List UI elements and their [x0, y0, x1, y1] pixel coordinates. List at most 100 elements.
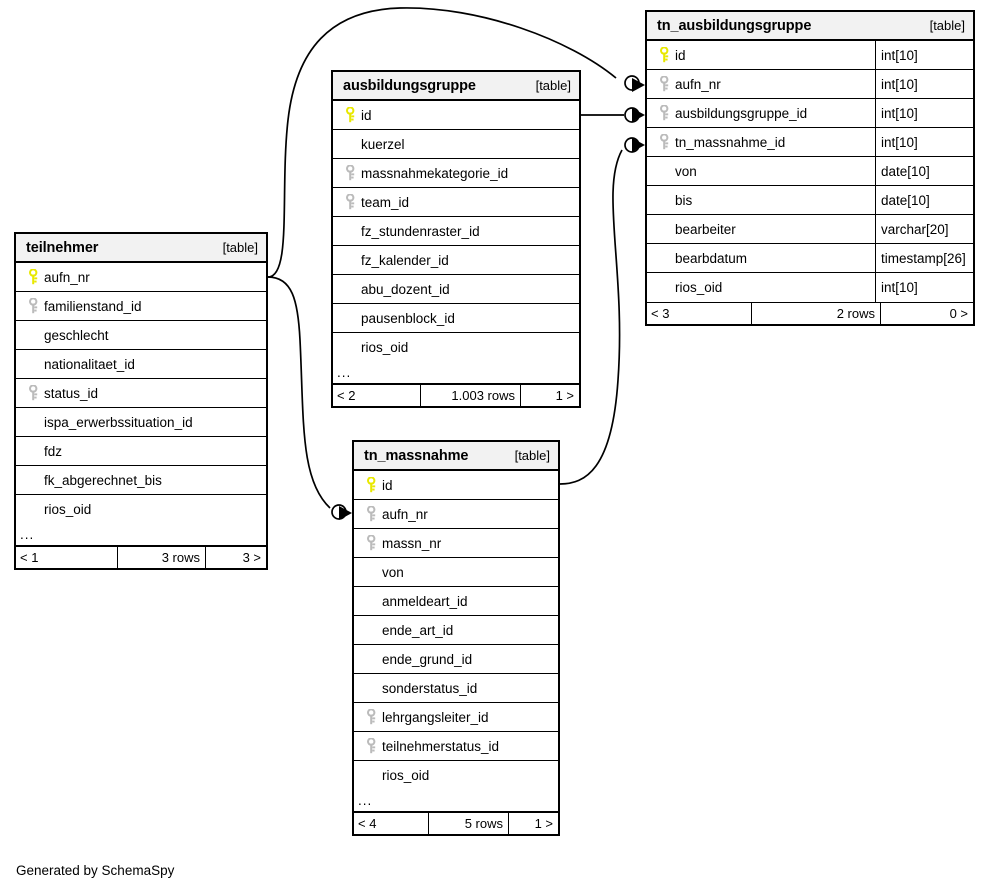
column-name: familienstand_id	[44, 298, 142, 314]
footer-next-count: 1 >	[508, 813, 558, 834]
column-name-cell: fdz	[16, 437, 266, 465]
column-name: kuerzel	[361, 136, 405, 152]
table-row[interactable]: status_id	[16, 379, 266, 408]
column-name: id	[382, 477, 393, 493]
column-name-cell: ende_grund_id	[354, 645, 558, 673]
column-name-cell: fz_stundenraster_id	[333, 217, 579, 245]
table-teilnehmer[interactable]: teilnehmer[table] aufn_nr familienstand_id…	[14, 232, 268, 570]
column-name: rios_oid	[382, 768, 430, 783]
column-name: status_id	[44, 385, 99, 401]
column-name: fz_stundenraster_id	[361, 223, 480, 239]
table-row[interactable]: ende_art_id	[354, 616, 558, 645]
more-columns-indicator: ...	[354, 790, 558, 812]
column-name-cell: rios_oid	[16, 495, 266, 524]
column-name: sonderstatus_id	[382, 680, 478, 696]
table-row[interactable]: nationalitaet_id	[16, 350, 266, 379]
edge-optional-marker	[624, 107, 640, 123]
footer-row-count: 3 rows	[117, 547, 205, 568]
table-row[interactable]: aufn_nr	[16, 263, 266, 292]
edge-optional-marker	[624, 75, 640, 91]
column-name-cell: fk_abgerechnet_bis	[16, 466, 266, 494]
table-row[interactable]: rios_oid	[354, 761, 558, 790]
column-name: tn_massnahme_id	[675, 134, 786, 150]
more-columns-indicator: ...	[333, 362, 579, 384]
table-header-tn_massnahme: tn_massnahme[table]	[354, 442, 558, 471]
table-row[interactable]: team_id	[333, 188, 579, 217]
table-row[interactable]: geschlecht	[16, 321, 266, 350]
key-icon-foreign	[24, 385, 44, 401]
table-row[interactable]: id int[10]	[647, 41, 973, 70]
key-icon-foreign	[655, 134, 675, 150]
table-row[interactable]: von	[354, 558, 558, 587]
column-name: fk_abgerechnet_bis	[44, 472, 162, 488]
key-icon-foreign	[655, 76, 675, 92]
table-row[interactable]: massnahmekategorie_id	[333, 159, 579, 188]
key-icon-foreign	[24, 298, 44, 314]
column-name-cell: rios_oid	[354, 761, 558, 790]
table-row[interactable]: fk_abgerechnet_bis	[16, 466, 266, 495]
column-type: int[10]	[875, 273, 973, 302]
table-tag: [table]	[535, 78, 571, 93]
table-title: tn_ausbildungsgruppe	[657, 17, 812, 34]
table-row[interactable]: ende_grund_id	[354, 645, 558, 674]
column-name-cell: anmeldeart_id	[354, 587, 558, 615]
key-icon-foreign	[362, 738, 382, 754]
table-row[interactable]: fdz	[16, 437, 266, 466]
table-row[interactable]: teilnehmerstatus_id	[354, 732, 558, 761]
table-ausbildungsgruppe[interactable]: ausbildungsgruppe [table] id kuerzel massnah…	[331, 70, 581, 408]
column-name-cell: bearbdatum	[647, 244, 875, 272]
table-row[interactable]: sonderstatus_id	[354, 674, 558, 703]
table-row[interactable]: massn_nr	[354, 529, 558, 558]
column-name-cell: massn_nr	[354, 529, 558, 557]
column-name-cell: rios_oid	[333, 333, 579, 362]
column-name: von	[675, 163, 697, 179]
table-row[interactable]: ispa_erwerbssituation_id	[16, 408, 266, 437]
table-row[interactable]: abu_dozent_id	[333, 275, 579, 304]
table-row[interactable]: id	[333, 101, 579, 130]
column-name: abu_dozent_id	[361, 281, 450, 297]
table-row[interactable]: fz_kalender_id	[333, 246, 579, 275]
column-name: id	[361, 107, 372, 123]
column-name-cell: ende_art_id	[354, 616, 558, 644]
column-name-cell: bis	[647, 186, 875, 214]
table-row[interactable]: lehrgangsleiter_id	[354, 703, 558, 732]
column-name: aufn_nr	[44, 269, 90, 285]
table-row[interactable]: fz_stundenraster_id	[333, 217, 579, 246]
table-row[interactable]: anmeldeart_id	[354, 587, 558, 616]
table-row[interactable]: rios_oid	[16, 495, 266, 524]
column-name-cell: aufn_nr	[354, 500, 558, 528]
column-name-cell: id	[333, 101, 579, 129]
column-name-cell: kuerzel	[333, 130, 579, 158]
column-type: int[10]	[875, 41, 973, 69]
key-icon-primary	[24, 269, 44, 285]
column-name-cell: familienstand_id	[16, 292, 266, 320]
table-header-teilnehmer: teilnehmer[table]	[16, 234, 266, 263]
table-title: ausbildungsgruppe	[343, 77, 476, 94]
table-row[interactable]: aufn_nr	[354, 500, 558, 529]
table-row[interactable]: id	[354, 471, 558, 500]
column-name-cell: ispa_erwerbssituation_id	[16, 408, 266, 436]
table-row[interactable]: kuerzel	[333, 130, 579, 159]
column-name: id	[675, 47, 686, 63]
column-name: aufn_nr	[382, 506, 428, 522]
table-row[interactable]: familienstand_id	[16, 292, 266, 321]
column-name-cell: von	[354, 558, 558, 586]
table-row[interactable]: rios_oid	[333, 333, 579, 362]
column-name: ende_art_id	[382, 622, 454, 638]
edge-crowsfoot-marker	[632, 138, 645, 152]
table-row[interactable]: pausenblock_id	[333, 304, 579, 333]
